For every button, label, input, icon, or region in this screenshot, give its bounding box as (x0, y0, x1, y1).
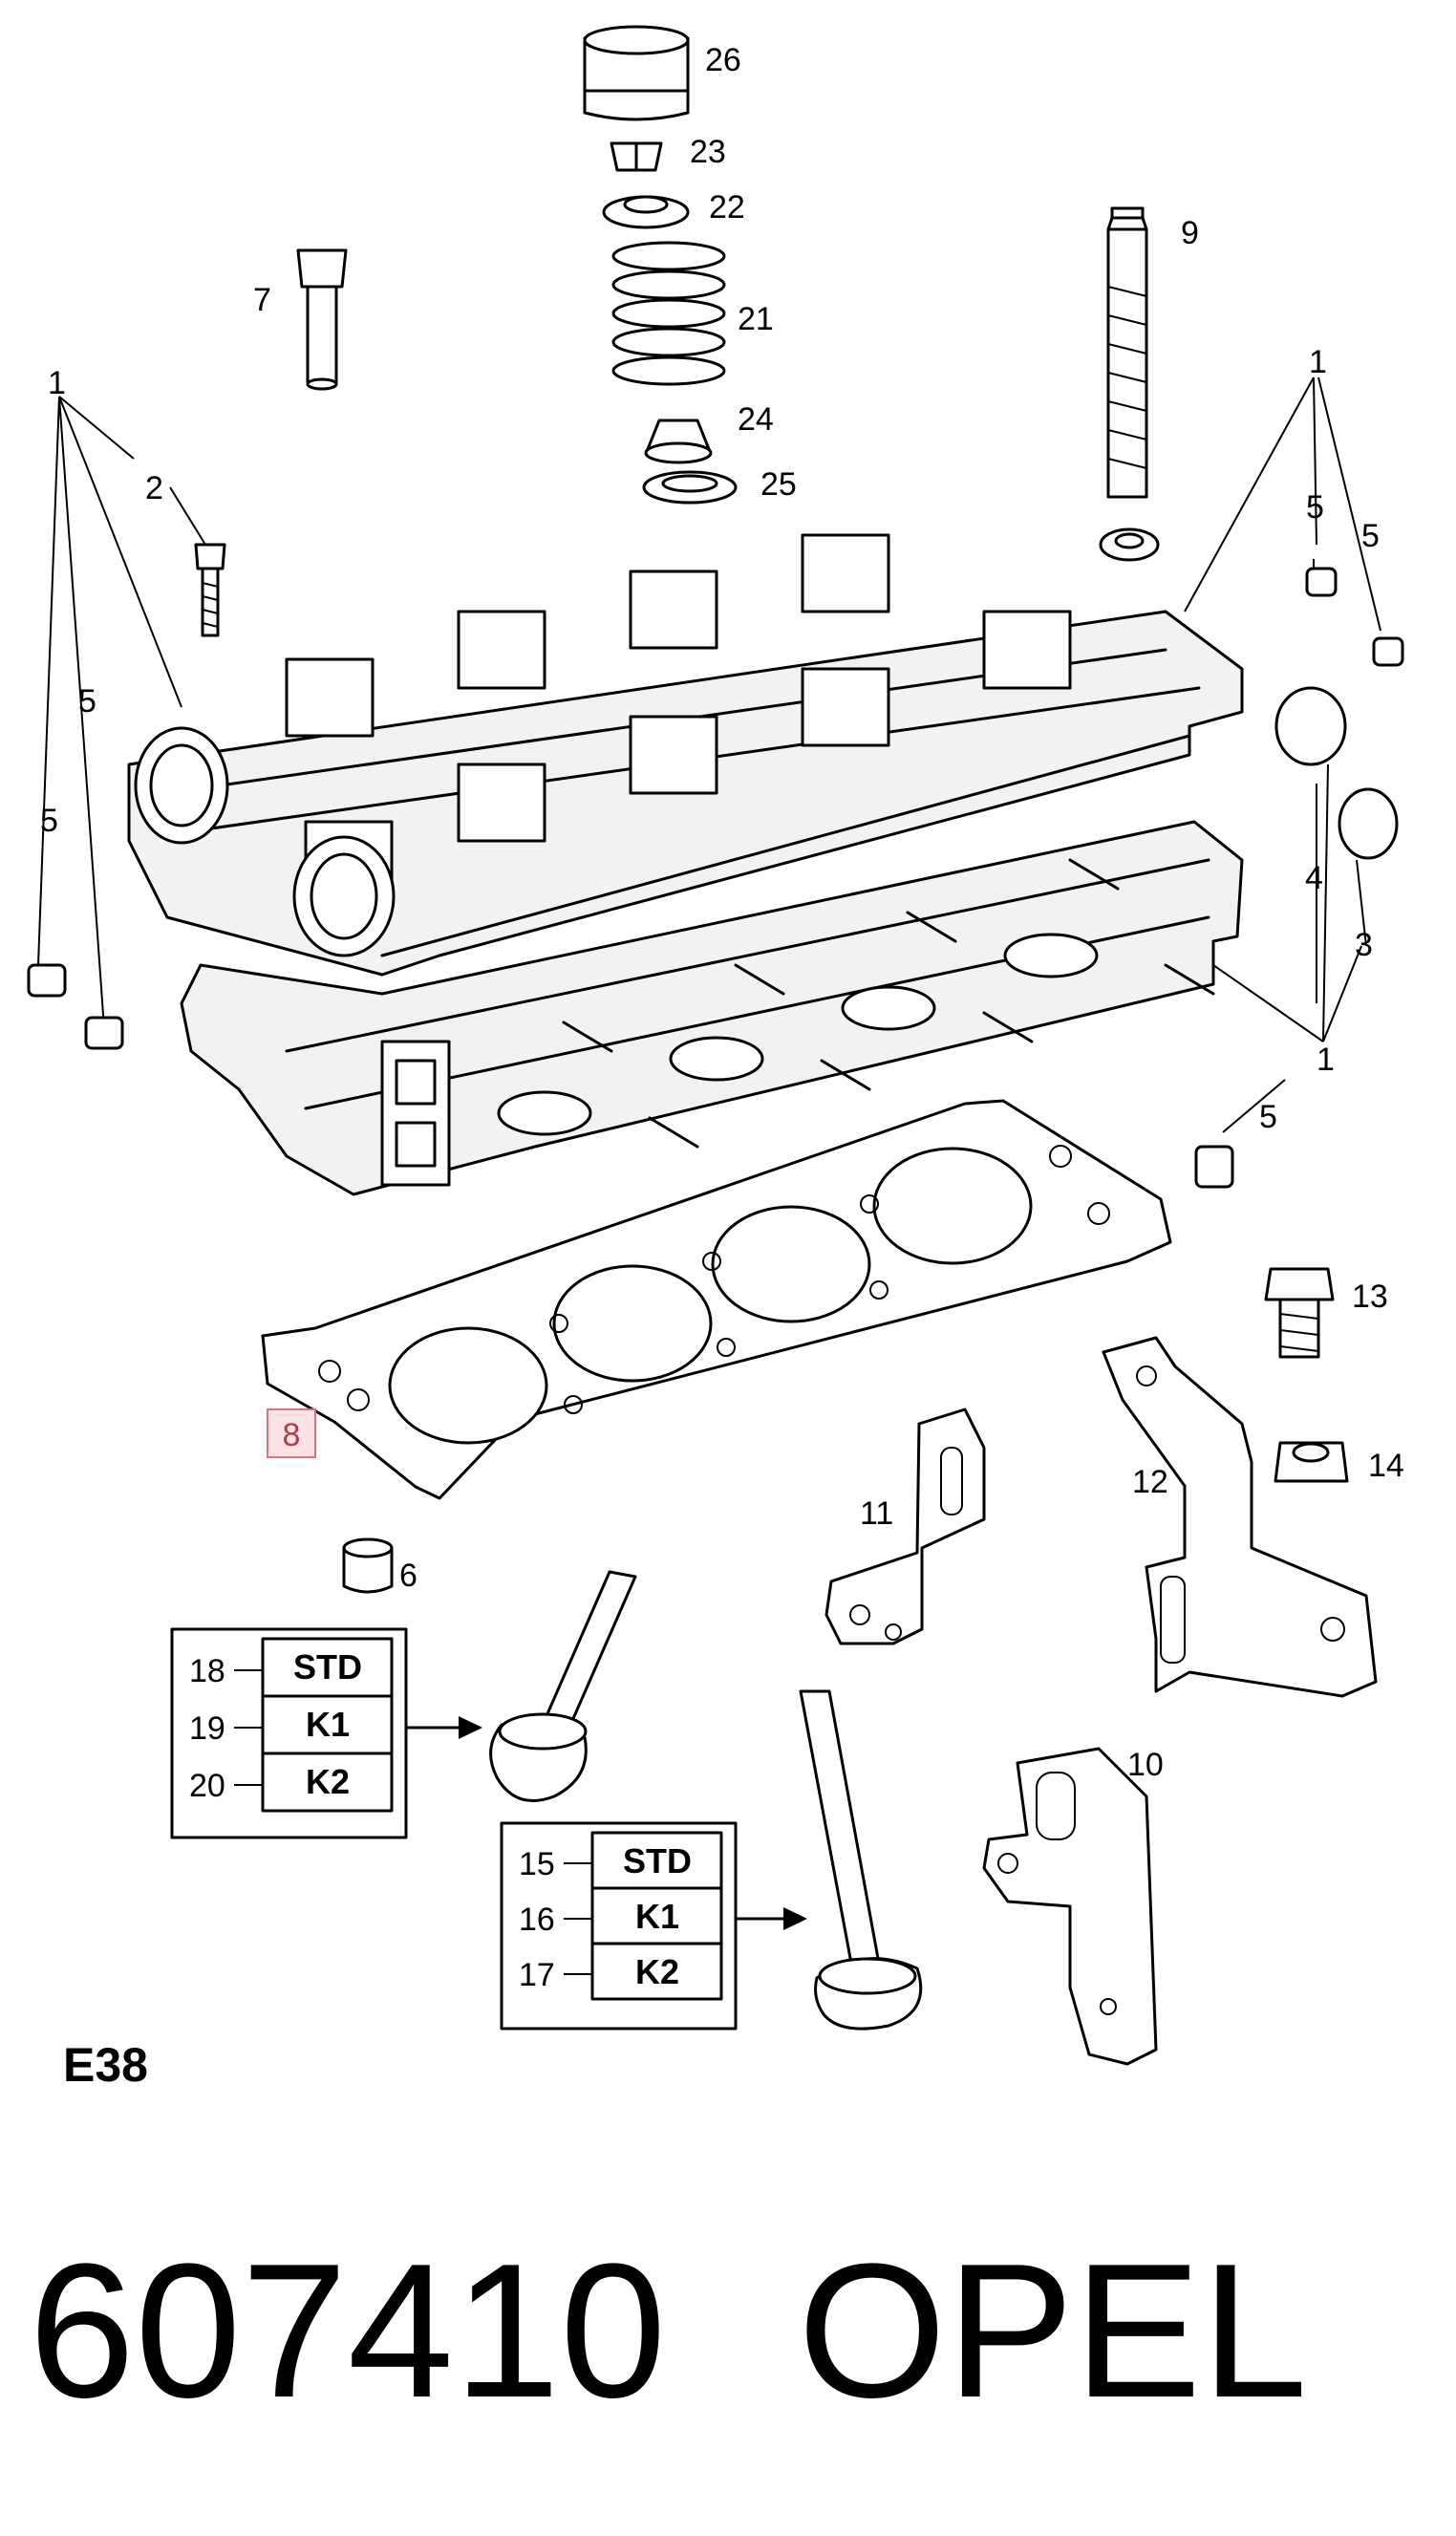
callout-24: 24 (738, 401, 774, 438)
callout-26: 26 (705, 42, 741, 78)
brand-name: OPEL (798, 2224, 1308, 2438)
cap-part-4 (1274, 686, 1347, 766)
callout-11: 11 (860, 1495, 893, 1532)
callout-labels: 26 23 22 21 24 25 9 7 2 1 1 1 5 5 5 5 5 … (40, 42, 1404, 1993)
valve-tappet-part-26 (583, 25, 690, 121)
callout-5-left-lower: 5 (40, 803, 58, 839)
intake-valve-size-table: STD K1 K2 (170, 1627, 482, 1839)
exhaust-size-k1: K1 (635, 1897, 679, 1936)
port-openings (497, 933, 1099, 1136)
callout-2: 2 (145, 470, 163, 506)
valve-stem-seal-part-24 (644, 419, 713, 464)
exhaust-size-std: STD (623, 1841, 692, 1881)
cylinder-head (180, 820, 1244, 1196)
callout-1-lower-right: 1 (1317, 1042, 1335, 1078)
intake-size-std: STD (293, 1647, 362, 1687)
callout-3: 3 (1355, 927, 1373, 963)
callout-13: 13 (1352, 1279, 1388, 1315)
valve-spring-part-21 (611, 241, 726, 386)
callout-25: 25 (760, 466, 797, 503)
callout-1-left: 1 (48, 365, 66, 401)
cap-part-3 (1338, 787, 1399, 860)
head-bolt-part-9 (1099, 206, 1160, 562)
callout-23: 23 (690, 134, 726, 170)
exhaust-valve-size-table: STD K1 K2 (500, 1821, 807, 2031)
callout-16: 16 (519, 1902, 555, 1938)
callout-12: 12 (1132, 1464, 1168, 1500)
leader-lines (37, 376, 1381, 1133)
callout-18: 18 (189, 1653, 225, 1689)
callout-9: 9 (1181, 215, 1199, 251)
manifold-studs (562, 858, 1215, 1149)
valve-collet-part-23 (610, 141, 663, 172)
bracket-part-10 (982, 1747, 1158, 2066)
callout-1-upper-right: 1 (1309, 344, 1327, 380)
callout-5-left-upper: 5 (78, 683, 96, 720)
nut-part-14 (1274, 1441, 1349, 1483)
spring-seat-part-25 (642, 470, 738, 505)
callout-5-right-b: 5 (1361, 518, 1380, 554)
part-number: 607410 (29, 2224, 666, 2438)
dowel-part-6 (342, 1537, 394, 1594)
bracket-part-11 (824, 1408, 986, 1645)
callout-10: 10 (1127, 1747, 1164, 1783)
intake-size-k1: K1 (306, 1705, 350, 1744)
callout-15: 15 (519, 1846, 555, 1882)
bracket-part-12 (1102, 1336, 1378, 1698)
head-gasket-part-8 (261, 1099, 1172, 1500)
spring-retainer-part-22 (602, 195, 690, 229)
bolt-part-13 (1264, 1267, 1335, 1359)
highlighted-callout-8[interactable]: 8 (267, 1408, 316, 1458)
callout-4: 4 (1305, 860, 1323, 896)
svg-text:8: 8 (283, 1417, 301, 1453)
callout-17: 17 (519, 1957, 555, 1993)
bolt-part-7 (296, 248, 348, 391)
callout-20: 20 (189, 1768, 225, 1804)
cam-bearing-caps (285, 533, 1072, 900)
diagram-code: E38 (63, 2038, 148, 2092)
callout-7: 7 (253, 282, 271, 318)
callout-14: 14 (1368, 1448, 1404, 1484)
intake-valve (489, 1570, 637, 1802)
bolt-part-2 (194, 543, 226, 637)
callout-22: 22 (709, 189, 745, 226)
callout-5-right-a: 5 (1306, 489, 1324, 526)
exhaust-valve (799, 1689, 923, 2031)
callout-19: 19 (189, 1710, 225, 1747)
camshaft-housing (127, 533, 1244, 977)
callout-21: 21 (738, 301, 774, 337)
core-plugs-part-5 (27, 567, 1404, 1189)
intake-size-k2: K2 (306, 1762, 350, 1801)
callout-5-right-c: 5 (1259, 1099, 1277, 1135)
callout-6: 6 (399, 1558, 418, 1594)
exhaust-size-k2: K2 (635, 1952, 679, 1991)
